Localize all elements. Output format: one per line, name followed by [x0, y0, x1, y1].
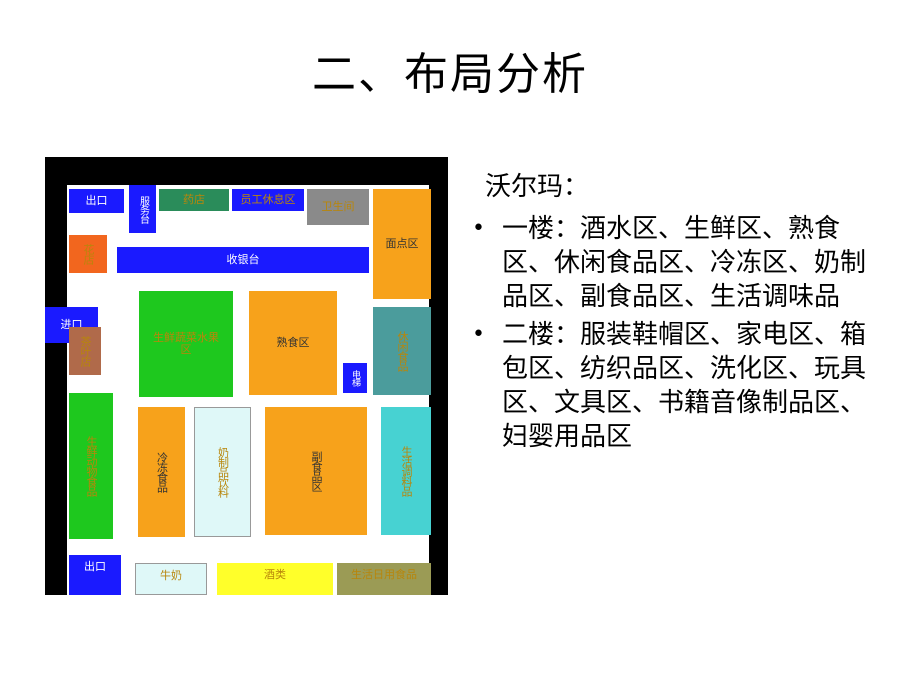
milk-zone: 牛奶	[135, 563, 207, 595]
elevator: 电梯	[343, 363, 367, 393]
tea-shop: 茶叶店	[69, 327, 101, 375]
snacks-zone: 休闲食品	[373, 307, 431, 395]
frozen-zone: 冷冻食品	[138, 407, 185, 537]
staff-lounge: 员工休息区	[232, 189, 304, 211]
non-staple-zone: 副食品区	[265, 407, 367, 535]
pharmacy: 药店	[159, 189, 229, 211]
seasoning-zone: 生活调料品	[381, 407, 431, 535]
exit-bottom: 出口	[69, 555, 121, 595]
bullet-icon: •	[472, 216, 485, 241]
page-title: 二、布局分析	[312, 49, 588, 100]
deli-zone: 熟食区	[249, 291, 337, 395]
exit-top: 出口	[69, 189, 124, 213]
list-item: • 一楼：酒水区、生鲜区、熟食区、休闲食品区、冷冻区、奶制品区、副食品区、生活调味…	[470, 212, 890, 314]
store-heading: 沃尔玛：	[485, 172, 590, 202]
floor-area: 出口 服务台 药店 员工休息区 卫生间 面点区 花店 收银台 进口 生鲜蔬菜水果…	[45, 185, 431, 595]
dairy-drinks-zone: 奶制品饮料	[194, 407, 251, 537]
fresh-animal-zone: 生鲜动物食品	[69, 393, 113, 539]
flower-shop: 花店	[69, 235, 107, 273]
daily-goods-zone: 生活日用食品	[337, 563, 431, 595]
first-floor-text: 一楼：酒水区、生鲜区、熟食区、休闲食品区、冷冻区、奶制品区、副食品区、生活调味品	[502, 214, 867, 312]
bullet-icon: •	[472, 322, 485, 347]
service-desk: 服务台	[129, 185, 156, 233]
floor-list: • 一楼：酒水区、生鲜区、熟食区、休闲食品区、冷冻区、奶制品区、副食品区、生活调味…	[470, 212, 890, 454]
checkout-counter: 收银台	[117, 247, 369, 273]
liquor-zone: 酒类	[217, 563, 333, 595]
restroom: 卫生间	[307, 189, 369, 225]
list-item: • 二楼：服装鞋帽区、家电区、箱包区、纺织品区、洗化区、玩具区、文具区、书籍音像制…	[470, 318, 890, 454]
produce-zone: 生鲜蔬菜水果区	[139, 291, 233, 397]
store-description: 沃尔玛： • 一楼：酒水区、生鲜区、熟食区、休闲食品区、冷冻区、奶制品区、副食品区…	[470, 170, 890, 458]
floor-plan: 出口 服务台 药店 员工休息区 卫生间 面点区 花店 收银台 进口 生鲜蔬菜水果…	[45, 157, 448, 595]
second-floor-text: 二楼：服装鞋帽区、家电区、箱包区、纺织品区、洗化区、玩具区、文具区、书籍音像制品…	[502, 320, 867, 452]
bakery-zone: 面点区	[373, 189, 431, 299]
